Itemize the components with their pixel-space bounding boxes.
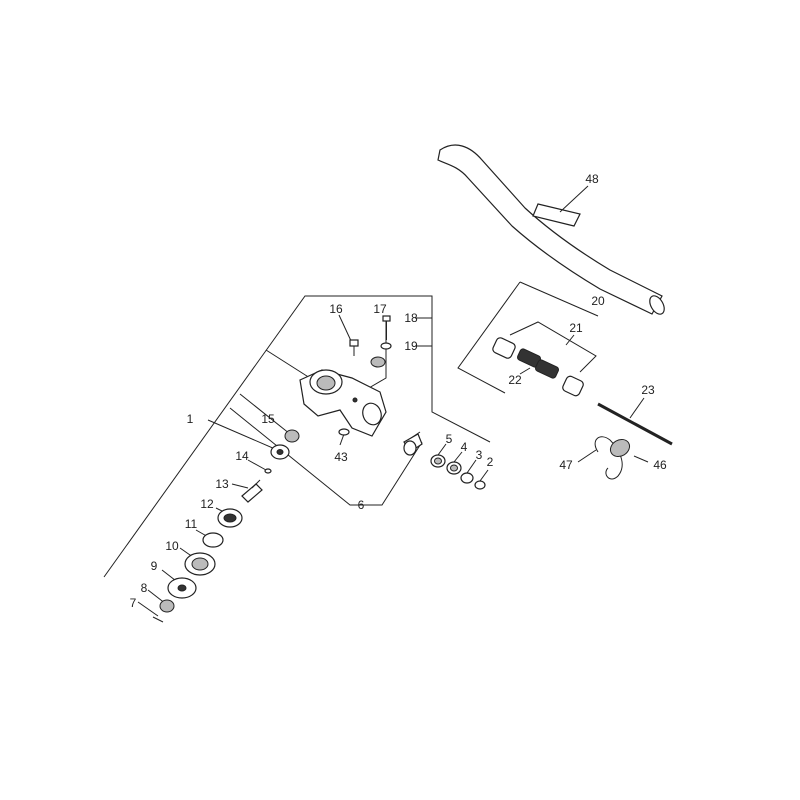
callout-1: 1 — [187, 412, 194, 426]
gear-case — [299, 369, 387, 437]
spindle-13 — [241, 479, 263, 503]
callout-11: 11 — [185, 517, 198, 531]
callout-7: 7 — [130, 596, 137, 610]
callout-15: 15 — [261, 412, 275, 426]
bushing-group-lines — [457, 281, 599, 394]
callout-9: 9 — [151, 559, 158, 573]
bolt-16 — [349, 339, 359, 356]
callout-14: 14 — [235, 449, 249, 463]
ring-4 — [446, 461, 462, 475]
stack-leaders — [137, 393, 291, 617]
callout-43: 43 — [334, 450, 348, 464]
ring-5 — [430, 454, 446, 468]
callout-18: 18 — [404, 311, 418, 325]
collar — [403, 433, 423, 456]
bushing-left — [492, 337, 516, 359]
ring-2 — [474, 480, 486, 490]
callout-labels: 1 2 3 4 5 6 7 8 9 10 11 12 13 14 15 16 1… — [130, 172, 667, 610]
callout-22: 22 — [508, 373, 522, 387]
nut-15 — [284, 429, 300, 443]
bushing-right — [562, 375, 584, 397]
callout-23: 23 — [641, 383, 655, 397]
callout-16: 16 — [329, 302, 343, 316]
bushing-sleeve-2 — [534, 359, 560, 379]
holder-10 — [184, 552, 216, 576]
ring-leaders — [437, 443, 489, 482]
callout-12: 12 — [200, 497, 214, 511]
bearing-12 — [217, 508, 243, 528]
circlip-11 — [202, 532, 224, 548]
callout-10: 10 — [165, 539, 179, 553]
callout-5: 5 — [446, 432, 453, 446]
callout-4: 4 — [461, 440, 468, 454]
callout-47: 47 — [559, 458, 573, 472]
callout-8: 8 — [141, 581, 148, 595]
callout-13: 13 — [215, 477, 229, 491]
label-sticker — [532, 185, 589, 227]
callout-2: 2 — [487, 455, 494, 469]
screw-17 — [370, 315, 392, 368]
callout-46: 46 — [653, 458, 667, 472]
ring-3 — [460, 472, 474, 484]
drive-shaft — [597, 397, 673, 446]
gear-1 — [270, 444, 290, 460]
callout-6: 6 — [358, 498, 365, 512]
pin-14 — [264, 468, 272, 474]
callout-19: 19 — [404, 339, 418, 353]
cotter-pin-7 — [152, 616, 164, 623]
washer-43 — [338, 428, 350, 436]
washer-9 — [167, 577, 197, 599]
callout-21: 21 — [569, 321, 583, 335]
callout-17: 17 — [373, 302, 387, 316]
callout-48: 48 — [585, 172, 599, 186]
nut-8 — [159, 599, 175, 613]
callout-20: 20 — [591, 294, 605, 308]
shaft-tube — [437, 144, 665, 315]
callout-3: 3 — [476, 448, 483, 462]
hanger-hook — [577, 436, 649, 480]
